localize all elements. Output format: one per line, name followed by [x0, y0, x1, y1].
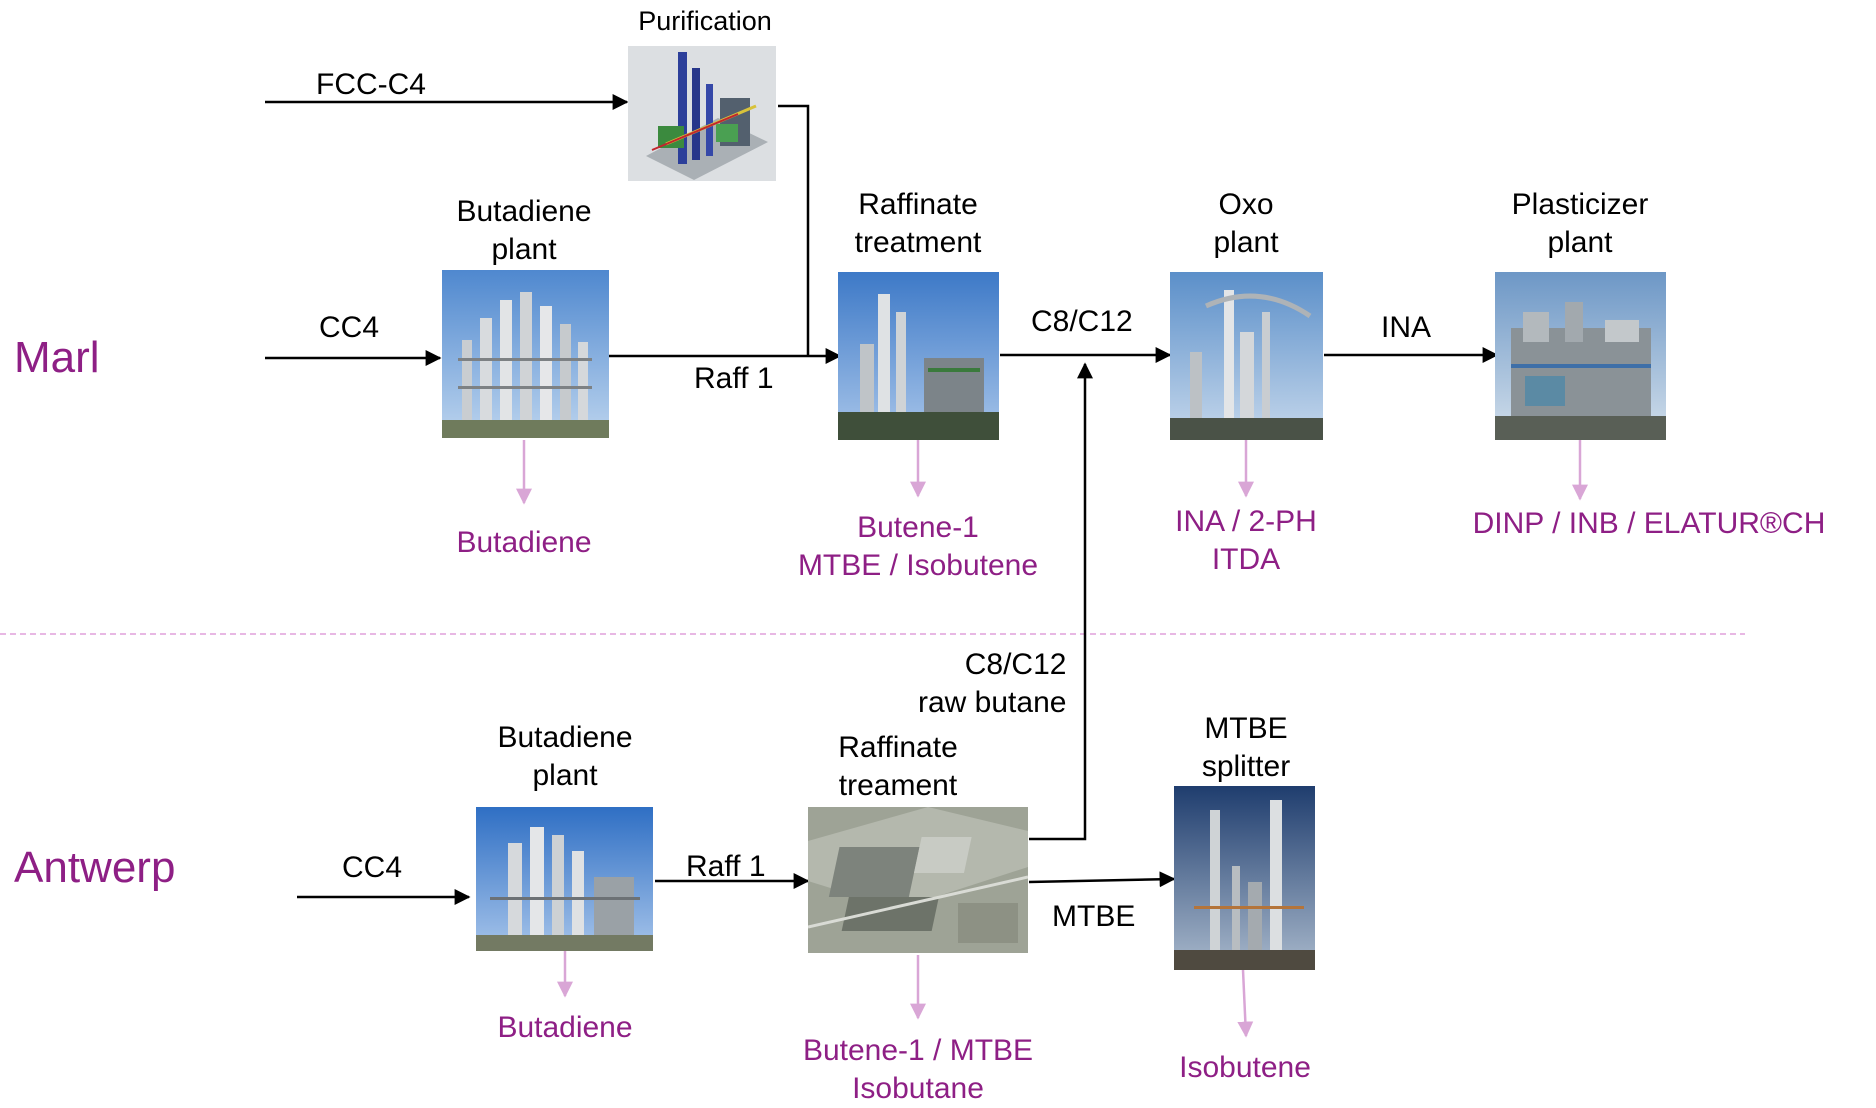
- product-raffinate-marl: Butene-1 MTBE / Isobutene: [797, 511, 1039, 582]
- flow-label-raff1-marl: Raff 1: [694, 362, 774, 395]
- butadiene-plant-image-antwerp: [476, 807, 653, 951]
- product-raffinate-antwerp: Butene-1 / MTBE Isobutane: [802, 1034, 1034, 1105]
- product-butadiene-marl: Butadiene: [456, 526, 592, 559]
- flow-label-raff1-antwerp: Raff 1: [686, 850, 766, 883]
- raffinate-treatment-image-antwerp: [808, 807, 1028, 953]
- raffinate-treatment-title-marl: Raffinate treatment: [854, 188, 982, 259]
- plasticizer-plant-image: [1495, 272, 1666, 440]
- purification-title: Purification: [638, 6, 772, 36]
- butadiene-plant-title-marl: Butadiene plant: [456, 195, 592, 266]
- flow-label-c8c12-marl: C8/C12: [1031, 305, 1133, 338]
- flow-purification-to-raffinate: [778, 104, 810, 356]
- oxo-plant-title: Oxo plant: [1213, 188, 1279, 259]
- feed-label-cc4-marl: CC4: [319, 311, 380, 344]
- butadiene-plant-image-marl: [442, 270, 609, 438]
- purification-plant-image: [628, 46, 776, 181]
- flow-label-mtbe: MTBE: [1052, 900, 1136, 933]
- feed-label-cc4-antwerp: CC4: [342, 851, 403, 884]
- product-arrow-mtbe-splitter: [1237, 969, 1254, 1038]
- oxo-plant-image: [1170, 272, 1323, 440]
- feed-label-fcc-c4: FCC-C4: [316, 68, 426, 101]
- site-label-antwerp: Antwerp: [14, 843, 176, 892]
- raffinate-treatment-image-marl: [838, 272, 999, 440]
- plasticizer-plant-title: Plasticizer plant: [1511, 188, 1649, 259]
- flow-label-c8c12-antwerp: C8/C12 raw butane: [918, 648, 1067, 719]
- flow-label-ina: INA: [1381, 311, 1432, 344]
- product-oxo: INA / 2-PH ITDA: [1175, 505, 1317, 576]
- mtbe-splitter-title: MTBE splitter: [1201, 712, 1291, 783]
- product-plasticizer: DINP / INB / ELATUR®CH: [1472, 507, 1826, 540]
- raffinate-treatment-title-antwerp: Raffinate treament: [838, 731, 958, 802]
- mtbe-splitter-image: [1174, 786, 1315, 970]
- butadiene-plant-title-antwerp: Butadiene plant: [497, 721, 633, 792]
- site-label-marl: Marl: [14, 333, 100, 382]
- flow-mtbe-to-splitter: [1028, 871, 1176, 888]
- product-butadiene-antwerp: Butadiene: [497, 1011, 633, 1044]
- flow-c8c12-raw-butane: [1029, 362, 1093, 841]
- product-mtbe-splitter: Isobutene: [1179, 1051, 1311, 1084]
